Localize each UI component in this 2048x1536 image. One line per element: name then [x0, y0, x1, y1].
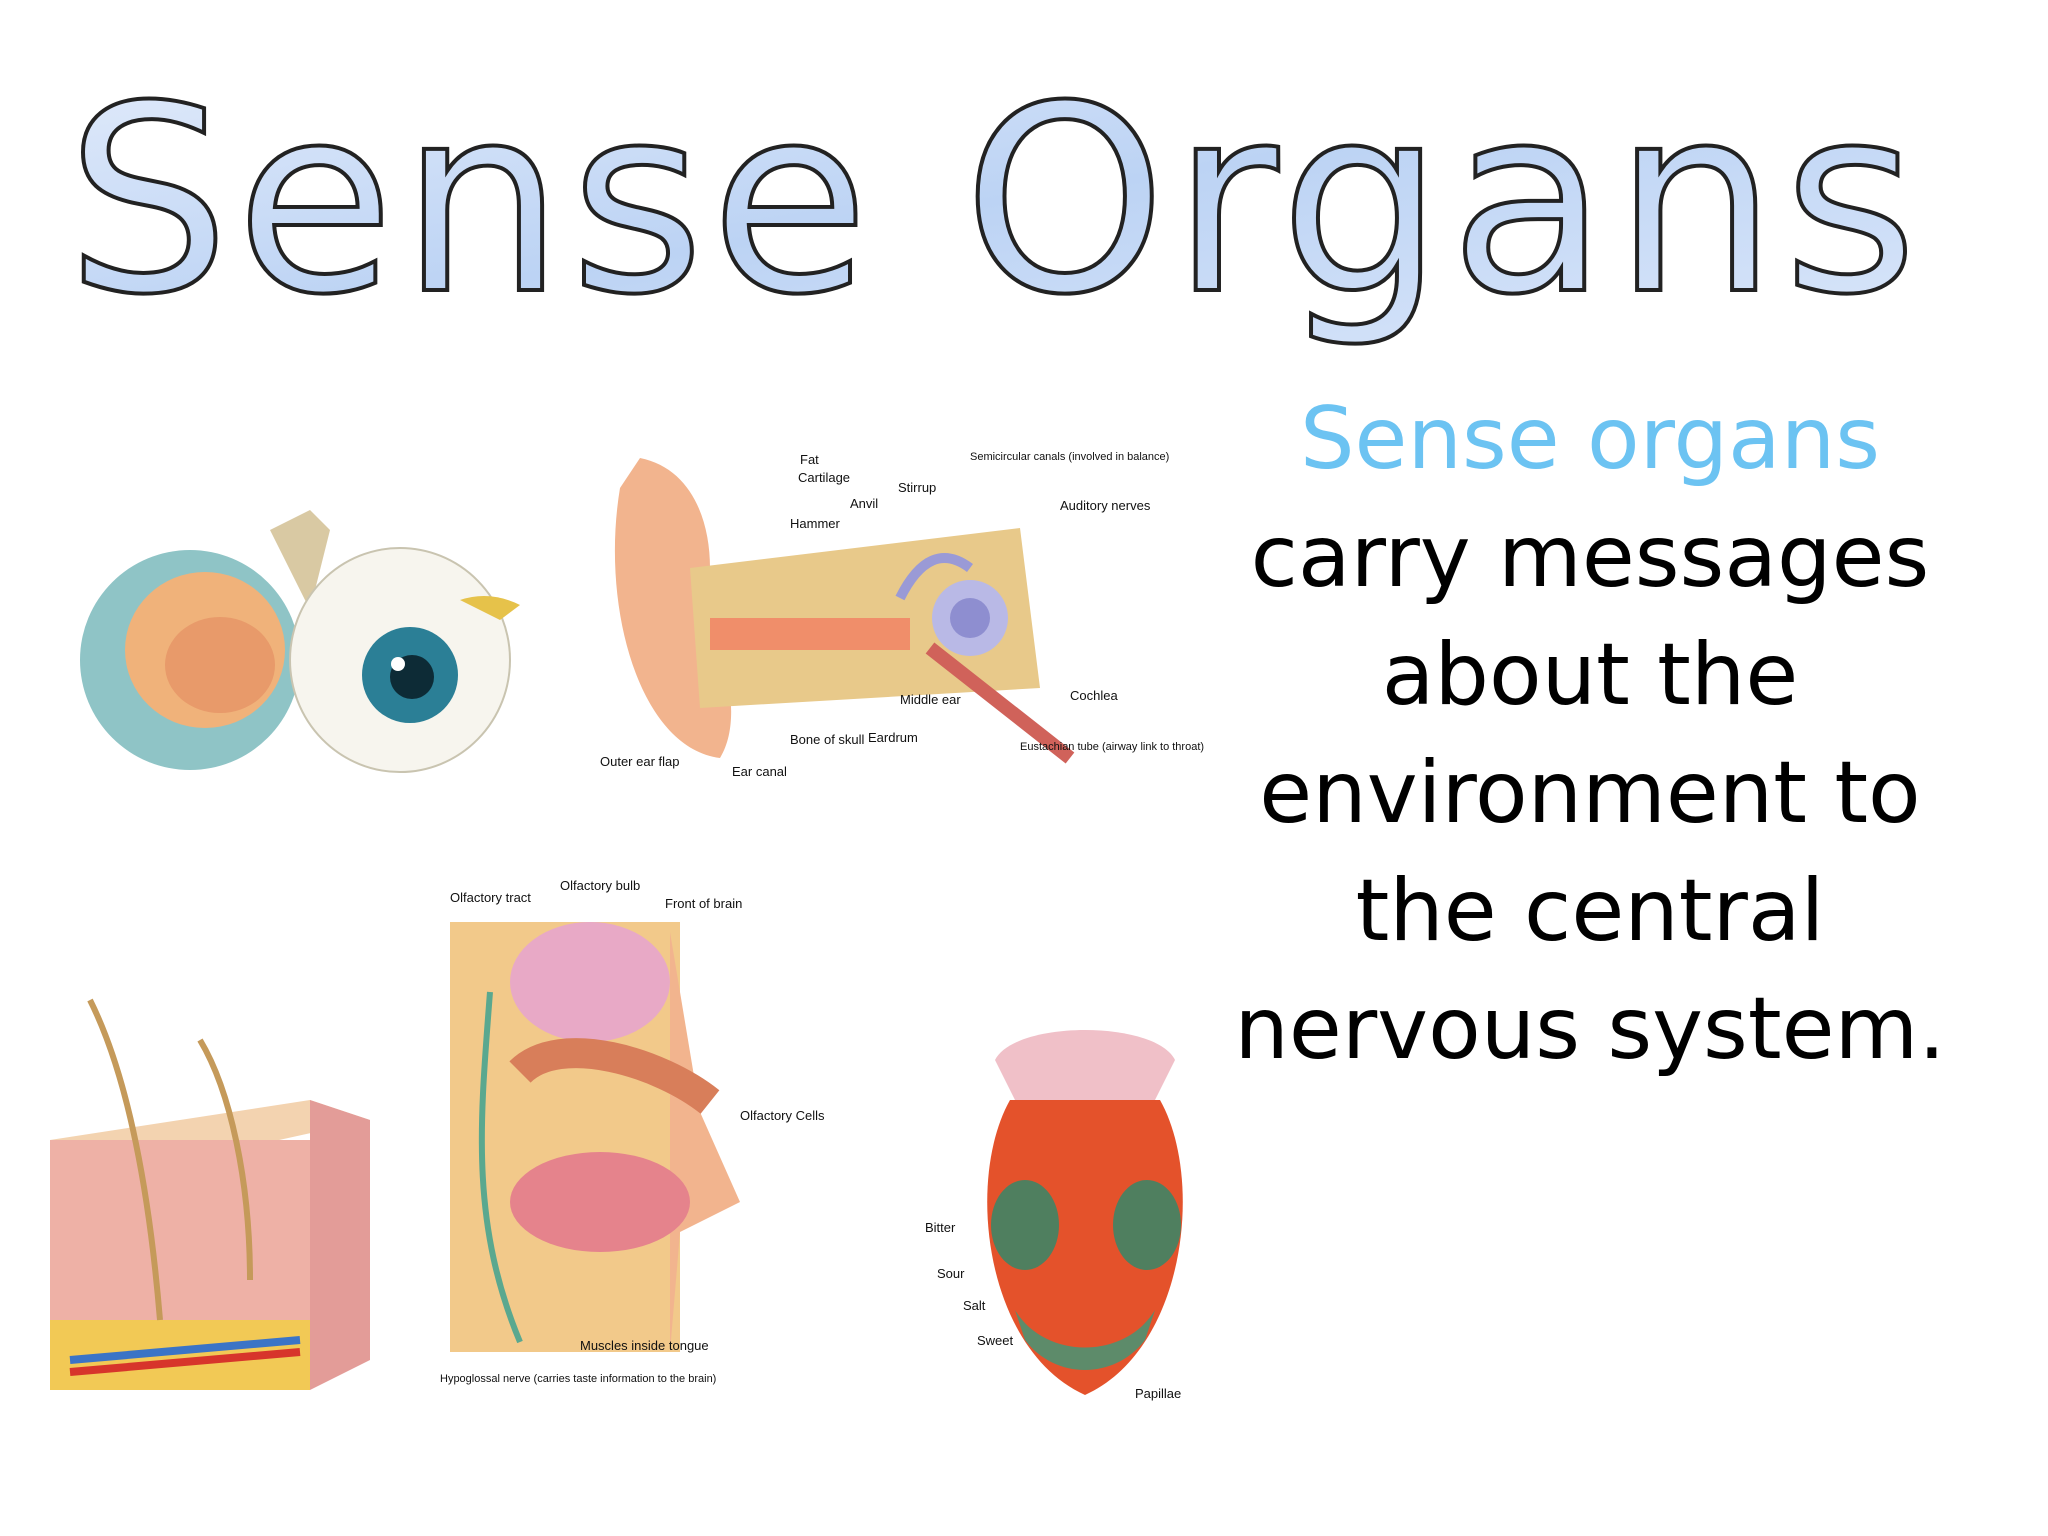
tongue-label-papillae: Papillae	[1135, 1386, 1181, 1401]
ear-canal-shape	[710, 618, 910, 650]
nose-illustration: Olfactory tract Olfactory bulb Front of …	[440, 872, 840, 1452]
tongue-shape	[510, 1152, 690, 1252]
tongue-label-sweet: Sweet	[977, 1333, 1014, 1348]
tongue-label-sour: Sour	[937, 1266, 965, 1281]
body-lead-text: Sense organs	[1299, 389, 1881, 489]
nose-label-hypoglossal-nerve: Hypoglossal nerve (carries taste informa…	[440, 1373, 716, 1385]
hair-shaft	[87, 998, 163, 1321]
tongue-body	[987, 1100, 1183, 1395]
nose-label-muscles-inside-tongue: Muscles inside tongue	[580, 1338, 709, 1353]
ear-label-hammer: Hammer	[790, 516, 841, 531]
ear-label-ear-canal: Ear canal	[732, 764, 787, 779]
tongue-label-salt: Salt	[963, 1298, 986, 1313]
tongue-illustration: Bitter Sour Salt Sweet Papillae	[925, 1020, 1245, 1420]
ear-label-outer-ear-flap: Outer ear flap	[600, 754, 680, 769]
ear-label-cartilage: Cartilage	[798, 470, 850, 485]
skin-illustration	[50, 998, 380, 1400]
sweet-zone	[1015, 1310, 1155, 1370]
ear-illustration: Fat Cartilage Anvil Stirrup Hammer Semic…	[600, 448, 1204, 788]
ear-label-anvil: Anvil	[850, 496, 878, 511]
hypoglossal-nerve-line	[478, 991, 523, 1344]
ear-label-eardrum: Eardrum	[868, 730, 918, 745]
ear-label-fat: Fat	[800, 452, 819, 467]
eustachian-tube-shape	[925, 642, 1075, 764]
nasal-cavity	[509, 1038, 720, 1114]
ear-label-cochlea: Cochlea	[1070, 688, 1118, 703]
optic-nerve-shape	[270, 510, 330, 610]
ear-label-auditory-nerves: Auditory nerves	[1060, 498, 1151, 513]
hair-shaft	[197, 1038, 253, 1281]
body-rest-text: carry messages about the environment to …	[1234, 507, 1946, 1079]
bitter-zone	[991, 1180, 1059, 1270]
ear-label-bone-of-skull: Bone of skull	[790, 732, 865, 747]
ear-label-semicircular-canals: Semicircular canals (involved in balance…	[970, 451, 1169, 463]
face-profile	[670, 932, 740, 1352]
slide-title-text: Sense Organs	[66, 51, 1924, 351]
nose-label-front-of-brain: Front of brain	[665, 896, 742, 911]
ear-label-eustachian-tube: Eustachian tube (airway link to throat)	[1020, 741, 1204, 753]
blood-vessel-blue	[69, 1336, 301, 1364]
nose-label-olfactory-cells: Olfactory Cells	[740, 1108, 825, 1123]
slide-body-text: Sense organs carry messages about the en…	[1190, 380, 1990, 1088]
semicircular-canals-shape	[895, 553, 973, 601]
ear-label-middle-ear: Middle ear	[900, 692, 961, 707]
blood-vessel-red	[69, 1348, 301, 1376]
slide-title: Sense Organs	[64, 49, 1920, 382]
ear-label-stirrup: Stirrup	[898, 480, 936, 495]
throat-shape	[995, 1030, 1175, 1100]
nose-label-olfactory-tract: Olfactory tract	[450, 890, 531, 905]
nose-label-olfactory-bulb: Olfactory bulb	[560, 878, 640, 893]
tongue-label-bitter: Bitter	[925, 1220, 956, 1235]
eye-illustration	[70, 490, 520, 790]
brain-shape	[510, 922, 670, 1042]
